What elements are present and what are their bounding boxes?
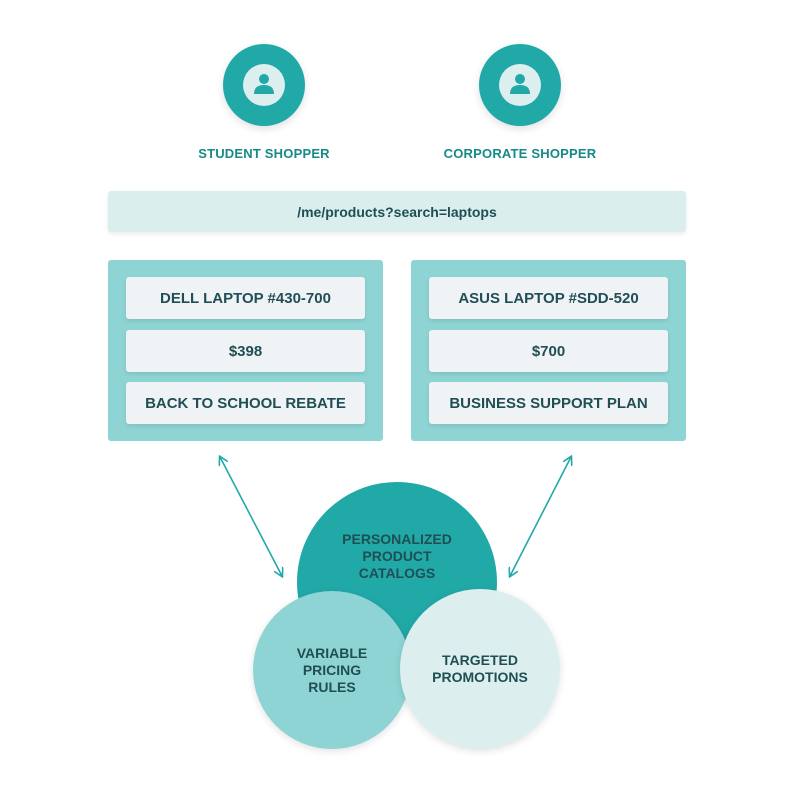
circle-targeted-promotions: TARGETED PROMOTIONS [400, 589, 560, 749]
persona-corporate: CORPORATE SHOPPER [430, 44, 610, 161]
persona-label: STUDENT SHOPPER [198, 146, 330, 161]
product-panel-student: DELL LAPTOP #430-700 $398 BACK TO SCHOOL… [108, 260, 383, 441]
user-icon [254, 74, 274, 94]
product-name: ASUS LAPTOP #SDD-520 [429, 277, 668, 319]
product-name: DELL LAPTOP #430-700 [126, 277, 365, 319]
avatar [223, 44, 305, 126]
request-url: /me/products?search=laptops [297, 203, 497, 220]
circle-variable-pricing: VARIABLE PRICING RULES [253, 591, 411, 749]
circle-label: TARGETED PROMOTIONS [432, 652, 528, 685]
product-price: $398 [126, 330, 365, 372]
product-offer: BUSINESS SUPPORT PLAN [429, 382, 668, 424]
persona-label: CORPORATE SHOPPER [443, 146, 597, 161]
product-panel-corporate: ASUS LAPTOP #SDD-520 $700 BUSINESS SUPPO… [411, 260, 686, 441]
arrow-right [510, 457, 571, 576]
user-icon [510, 74, 530, 94]
avatar [479, 44, 561, 126]
product-offer: BACK TO SCHOOL REBATE [126, 382, 365, 424]
circle-label: PERSONALIZED PRODUCT CATALOGS [342, 531, 452, 581]
persona-student: STUDENT SHOPPER [174, 44, 354, 161]
product-price: $700 [429, 330, 668, 372]
circle-label: VARIABLE PRICING RULES [296, 644, 368, 695]
request-url-bar: /me/products?search=laptops [108, 191, 686, 232]
arrow-left [220, 457, 282, 576]
